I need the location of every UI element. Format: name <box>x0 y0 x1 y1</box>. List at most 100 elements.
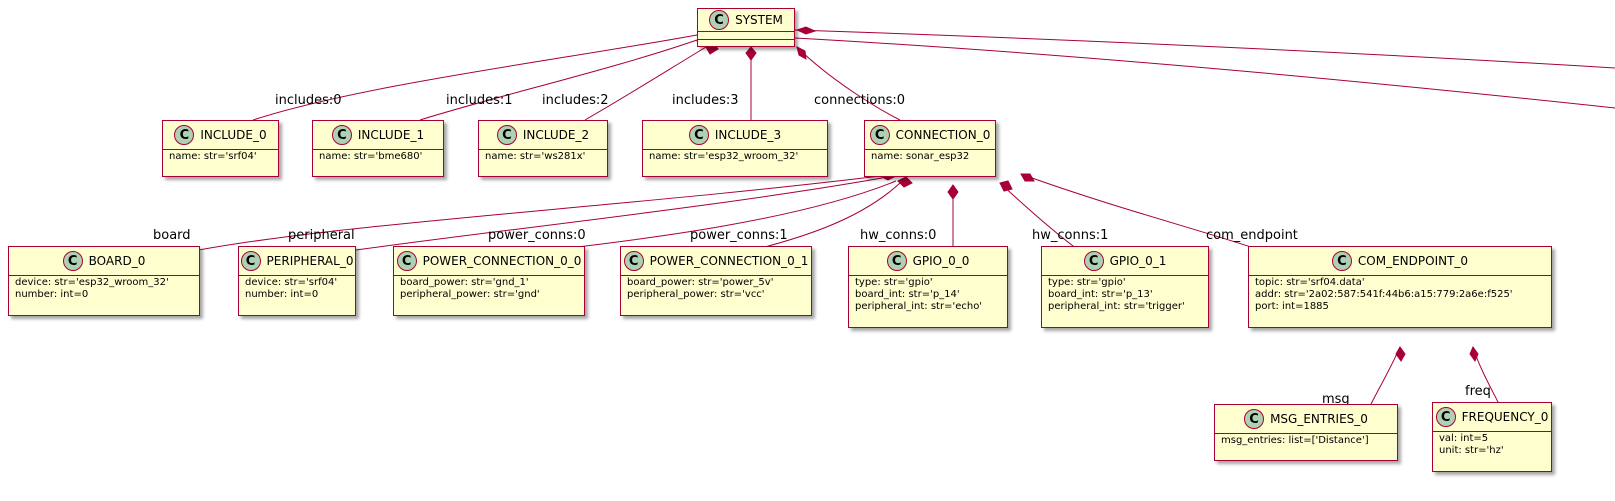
class-com-endpoint-0: C COM_ENDPOINT_0 topic: str='srf04.data'… <box>1248 246 1552 328</box>
class-badge-icon: C <box>869 125 890 145</box>
class-peripheral-0: C PERIPHERAL_0 device: str='srf04' numbe… <box>238 246 356 316</box>
attribute: peripheral_power: str='gnd' <box>400 289 540 300</box>
class-header: C POWER_CONNECTION_0_0 <box>394 247 584 275</box>
class-gpio-0-0: C GPIO_0_0 type: str='gpio' board_int: s… <box>848 246 1008 328</box>
attribute: number: int=0 <box>245 289 319 300</box>
class-attributes <box>698 31 794 39</box>
class-attributes: name: str='srf04' <box>163 149 278 164</box>
class-include-0: C INCLUDE_0 name: str='srf04' <box>162 120 279 177</box>
composition-diamond <box>745 46 757 61</box>
edge-system-include0 <box>252 34 698 121</box>
class-attributes: topic: str='srf04.data' addr: str='2a02:… <box>1249 275 1551 314</box>
class-badge-icon: C <box>331 125 352 145</box>
attribute: unit: str='hz' <box>1439 445 1504 456</box>
class-header: C COM_ENDPOINT_0 <box>1249 247 1551 275</box>
class-badge-icon: C <box>1331 251 1352 271</box>
class-badge-icon: C <box>62 251 83 271</box>
attribute: number: int=0 <box>15 289 89 300</box>
attribute: board_int: str='p_14' <box>855 289 960 300</box>
edge-label-hw-conns-1: hw_conns:1 <box>1032 228 1109 243</box>
edge-label-freq: freq <box>1465 384 1491 399</box>
class-title: COM_ENDPOINT_0 <box>1357 254 1469 268</box>
class-badge-icon: C <box>174 125 195 145</box>
class-header: C POWER_CONNECTION_0_1 <box>621 247 811 275</box>
attribute: name: str='ws281x' <box>485 151 586 162</box>
composition-diamond <box>796 46 807 60</box>
class-header: C INCLUDE_0 <box>163 121 278 149</box>
attribute: device: str='esp32_wroom_32' <box>15 277 169 288</box>
attribute: topic: str='srf04.data' <box>1255 277 1365 288</box>
edge-label-hw-conns-0: hw_conns:0 <box>860 228 937 243</box>
edge-label-msg: msg <box>1322 392 1350 407</box>
edge-label-power-conns-0: power_conns:0 <box>488 228 586 243</box>
edge-label-includes-2: includes:2 <box>542 93 609 108</box>
class-header: C INCLUDE_1 <box>313 121 443 149</box>
class-header: C PERIPHERAL_0 <box>239 247 355 275</box>
attribute: type: str='gpio' <box>1048 277 1126 288</box>
class-attributes: name: str='esp32_wroom_32' <box>643 149 827 164</box>
class-power-connection-0-0: C POWER_CONNECTION_0_0 board_power: str=… <box>393 246 585 316</box>
class-title: MSG_ENTRIES_0 <box>1270 412 1368 426</box>
class-badge-icon: C <box>496 125 517 145</box>
class-title: INCLUDE_1 <box>357 128 425 142</box>
class-badge-icon: C <box>396 251 417 271</box>
composition-diamond <box>947 184 959 200</box>
edge-system-offscreen-b <box>794 37 1615 109</box>
class-badge-icon: C <box>1083 251 1104 271</box>
attribute: board_int: str='p_13' <box>1048 289 1153 300</box>
attribute: peripheral_power: str='vcc' <box>627 289 765 300</box>
attribute: port: int=1885 <box>1255 301 1329 312</box>
class-title: CONNECTION_0 <box>895 128 991 142</box>
attribute: val: int=5 <box>1439 433 1489 444</box>
class-badge-icon: C <box>623 251 644 271</box>
attribute: name: str='esp32_wroom_32' <box>649 151 799 162</box>
class-include-3: C INCLUDE_3 name: str='esp32_wroom_32' <box>642 120 828 177</box>
class-header: C BOARD_0 <box>9 247 199 275</box>
class-title: POWER_CONNECTION_0_1 <box>649 254 809 268</box>
class-attributes: name: sonar_esp32 <box>865 149 995 164</box>
class-header: C GPIO_0_0 <box>849 247 1007 275</box>
edge-system-include2 <box>584 46 707 121</box>
composition-diamond <box>1469 345 1479 363</box>
class-header: C GPIO_0_1 <box>1042 247 1208 275</box>
class-frequency-0: C FREQUENCY_0 val: int=5 unit: str='hz' <box>1432 402 1552 472</box>
class-title: GPIO_0_1 <box>1109 254 1167 268</box>
attribute: device: str='srf04' <box>245 277 338 288</box>
edge-connection-peripheral <box>299 177 883 259</box>
class-methods <box>698 39 794 47</box>
class-title: GPIO_0_0 <box>912 254 970 268</box>
edge-label-includes-1: includes:1 <box>446 93 513 108</box>
class-header: C SYSTEM <box>698 9 794 31</box>
class-header: C INCLUDE_3 <box>643 121 827 149</box>
composition-diamond <box>1020 173 1035 182</box>
edge-system-offscreen-a <box>794 29 1615 69</box>
class-badge-icon: C <box>709 10 730 30</box>
class-system: C SYSTEM <box>697 8 795 47</box>
edge-label-includes-0: includes:0 <box>275 93 342 108</box>
composition-diamond <box>897 176 913 188</box>
class-header: C INCLUDE_2 <box>479 121 607 149</box>
attribute: board_power: str='power_5v' <box>627 277 774 288</box>
attribute: name: str='srf04' <box>169 151 257 162</box>
class-badge-icon: C <box>1244 409 1265 429</box>
attribute: name: sonar_esp32 <box>871 151 970 162</box>
edge-label-board: board <box>153 228 191 243</box>
class-badge-icon: C <box>886 251 907 271</box>
class-gpio-0-1: C GPIO_0_1 type: str='gpio' board_int: s… <box>1041 246 1209 328</box>
edge-label-connections-0: connections:0 <box>814 93 906 108</box>
class-attributes: board_power: str='power_5v' peripheral_p… <box>621 275 811 302</box>
class-attributes: msg_entries: list=['Distance'] <box>1215 433 1397 448</box>
class-header: C CONNECTION_0 <box>865 121 995 149</box>
class-attributes: name: str='bme680' <box>313 149 443 164</box>
class-title: FREQUENCY_0 <box>1461 410 1549 424</box>
class-connection-0: C CONNECTION_0 name: sonar_esp32 <box>864 120 996 177</box>
class-attributes: device: str='srf04' number: int=0 <box>239 275 355 302</box>
class-badge-icon: C <box>240 251 261 271</box>
attribute: type: str='gpio' <box>855 277 933 288</box>
attribute: board_power: str='gnd_1' <box>400 277 529 288</box>
attribute: addr: str='2a02:587:541f:44b6:a15:779:2a… <box>1255 289 1513 300</box>
attribute: msg_entries: list=['Distance'] <box>1221 435 1369 446</box>
class-title: SYSTEM <box>735 13 783 27</box>
class-title: POWER_CONNECTION_0_0 <box>422 254 582 268</box>
